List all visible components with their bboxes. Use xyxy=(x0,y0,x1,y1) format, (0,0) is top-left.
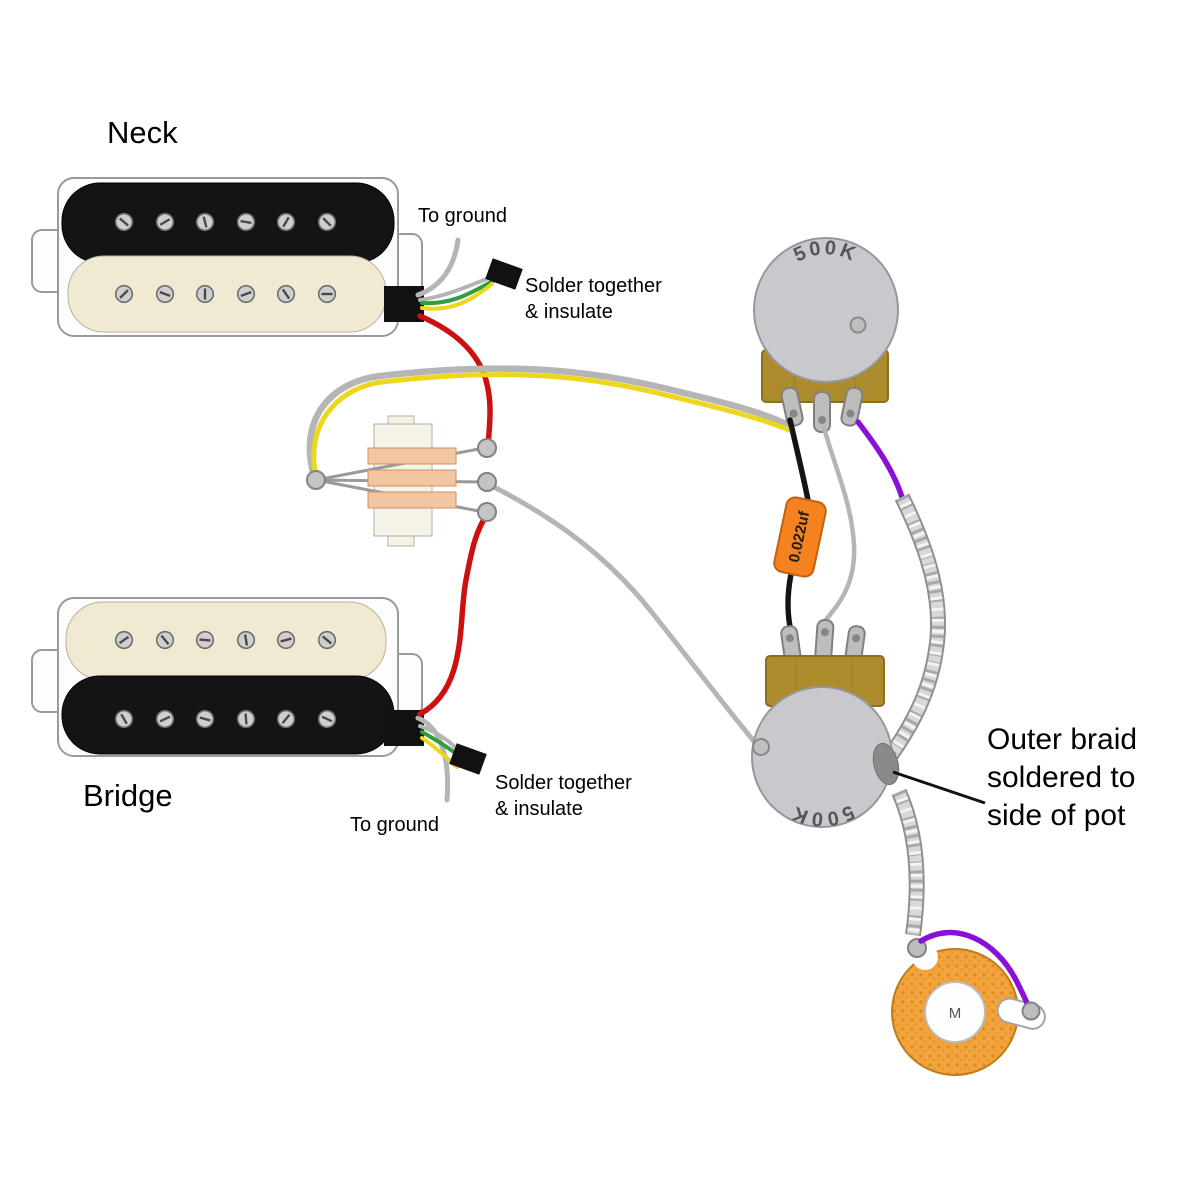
volume-pot-casing-lug xyxy=(849,316,867,334)
neck-label: Neck xyxy=(107,115,178,150)
bridge-bottom-coil xyxy=(61,675,395,755)
switch-right-lug-2 xyxy=(477,472,497,492)
cap-wire-bottom xyxy=(785,571,794,635)
output-jack-center xyxy=(924,981,986,1043)
neck-shield-strand xyxy=(418,275,494,302)
tone-pot: 500K xyxy=(751,619,900,830)
jack-tip-lug-hole xyxy=(1021,1001,1041,1021)
neck-green-wire xyxy=(420,278,497,306)
switch-right-lug-1 xyxy=(477,438,497,458)
toggle-switch xyxy=(306,415,497,547)
switch-to-pot-gray-wire xyxy=(306,365,794,480)
bridge-ground-wire xyxy=(415,715,451,803)
neck-pickup xyxy=(31,177,424,337)
neck-top-coil xyxy=(61,182,395,264)
neck-solder-joint xyxy=(485,258,523,290)
capacitor-body xyxy=(773,496,827,578)
bridge-solder-joint xyxy=(449,743,487,775)
braid-solder-blob xyxy=(872,742,900,786)
switch-to-tone-pot-wire xyxy=(485,481,760,748)
volume-pot-body xyxy=(753,237,899,383)
tone-pot-side-lug xyxy=(752,738,770,756)
switch-to-pot-yellow-wire xyxy=(311,372,795,484)
bridge-solder-label-line1: Solder together xyxy=(495,772,632,794)
neck-yellow-wire xyxy=(420,282,494,311)
braided-shield-wire-lower xyxy=(899,792,917,935)
bridge-hot-wire xyxy=(417,510,491,717)
volume-pot-lugs xyxy=(780,386,864,433)
tone-pot-body xyxy=(751,686,893,828)
braid-note-line2: soldered to xyxy=(987,761,1135,794)
switch-laminations xyxy=(367,447,457,509)
braid-note-line3: side of pot xyxy=(987,799,1126,832)
neck-solder-label-line1: Solder together xyxy=(525,275,662,297)
neck-ground-label: To ground xyxy=(418,205,507,227)
neck-lead-wires xyxy=(415,237,497,448)
bridge-label: Bridge xyxy=(83,778,173,813)
volume-pot: 500K xyxy=(753,237,899,433)
switch-output-wires xyxy=(306,365,795,748)
output-jack-letter: M xyxy=(949,1005,962,1022)
bridge-ground-label: To ground xyxy=(350,814,439,836)
bridge-top-coil xyxy=(65,601,387,681)
cap-wire-top xyxy=(787,417,811,503)
neck-solder-label-line2: & insulate xyxy=(525,301,613,323)
bridge-pickup xyxy=(31,597,424,757)
neck-ground-wire xyxy=(415,237,461,298)
output-jack: M xyxy=(891,929,1046,1076)
bridge-solder-label-line2: & insulate xyxy=(495,798,583,820)
braid-note-line1: Outer braid xyxy=(987,723,1137,756)
pot-to-pot-gray-wire xyxy=(821,425,857,625)
braid-note-pointer-line xyxy=(892,770,986,805)
braided-shield-wire-upper xyxy=(891,497,938,755)
switch-right-lug-3 xyxy=(477,502,497,522)
tone-pot-lugs xyxy=(780,619,866,666)
capacitor: 0.022uf xyxy=(773,496,827,578)
purple-wire-jack xyxy=(918,929,1032,1011)
purple-wire-top xyxy=(855,419,905,500)
switch-left-lug xyxy=(306,470,326,490)
